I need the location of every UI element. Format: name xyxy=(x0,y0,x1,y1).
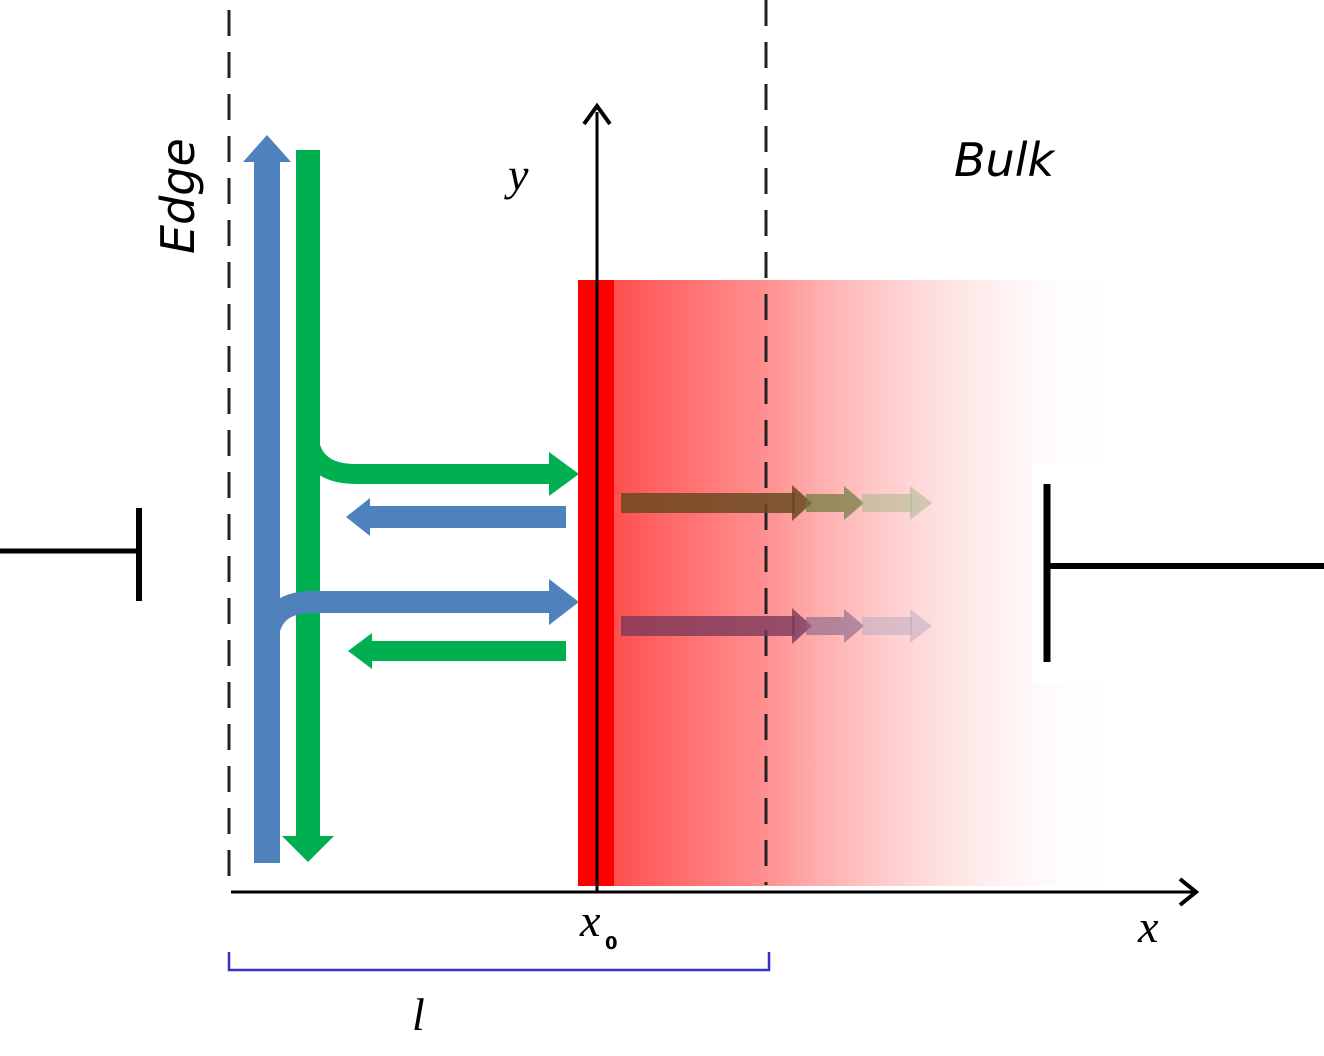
blue-arrow-to-boundary xyxy=(256,579,579,647)
green-edge-arrow-down xyxy=(282,150,334,862)
blue-edge-arrow-up xyxy=(243,135,291,863)
x0-subscript: 0 xyxy=(605,933,618,954)
right-terminal-backing xyxy=(1032,463,1324,683)
x0-label: x xyxy=(579,895,601,946)
left-terminal-symbol xyxy=(0,508,142,601)
transmitted-blue-arrows xyxy=(621,608,932,644)
edge-label: Edge xyxy=(151,138,205,254)
y-axis-label: y xyxy=(504,149,529,200)
right-terminal-symbol xyxy=(1043,484,1324,662)
transmitted-green-arrows xyxy=(621,485,932,521)
green-reflected-arrow xyxy=(348,633,566,669)
length-label: l xyxy=(412,989,425,1040)
green-arrow-to-boundary xyxy=(298,429,579,496)
bulk-gradient-region xyxy=(578,280,1118,886)
bulk-label: Bulk xyxy=(954,133,1056,187)
y-axis xyxy=(582,102,612,892)
x-axis-label: x xyxy=(1137,901,1159,952)
blue-reflected-arrow xyxy=(346,498,566,536)
x-axis xyxy=(231,877,1200,907)
length-bracket xyxy=(227,952,771,972)
